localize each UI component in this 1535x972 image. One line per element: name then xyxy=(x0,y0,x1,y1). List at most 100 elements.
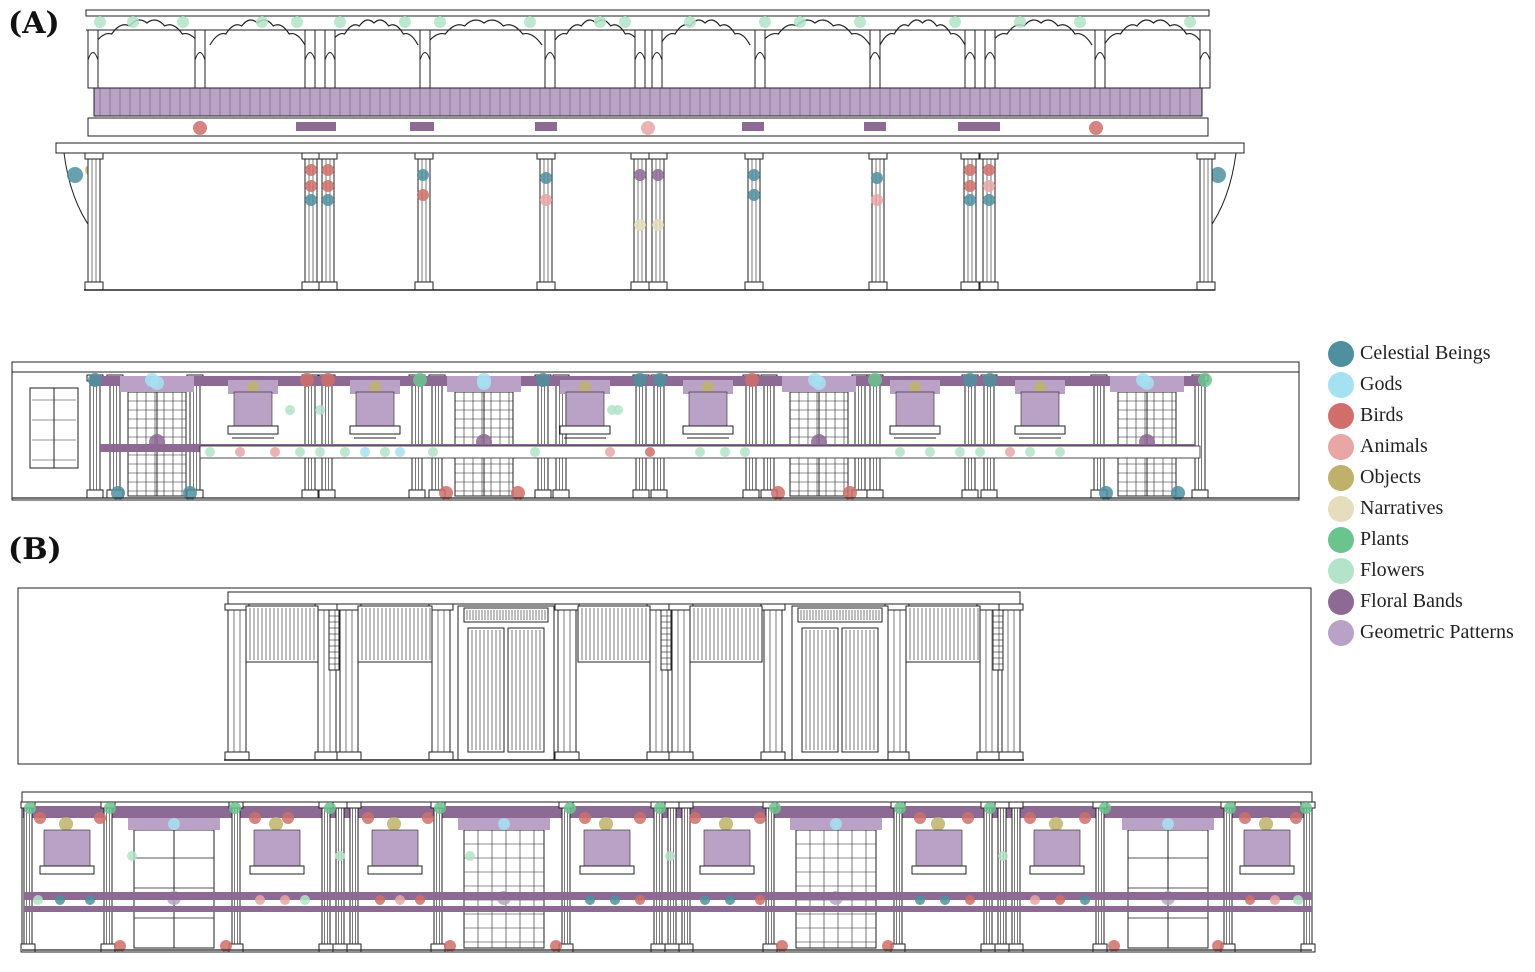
legend-swatch xyxy=(1328,402,1354,429)
column xyxy=(87,152,101,291)
column xyxy=(1303,801,1313,953)
band-medallion xyxy=(610,895,620,905)
flower-medallion xyxy=(399,16,411,28)
roof-beam xyxy=(85,9,1210,17)
baluster-turning xyxy=(754,52,766,61)
flower-medallion xyxy=(177,16,189,28)
flower-medallion xyxy=(854,16,866,28)
column-capital xyxy=(428,603,454,611)
base-ornament xyxy=(843,486,857,500)
flower-medallion xyxy=(434,16,446,28)
legend-swatch xyxy=(1328,557,1354,584)
column-capital xyxy=(760,603,786,611)
column-capital xyxy=(336,603,362,611)
door-leaf-right xyxy=(841,627,879,753)
legend-label: Birds xyxy=(1360,404,1404,426)
column-base xyxy=(301,489,319,499)
capital-plant xyxy=(564,802,576,814)
baluster xyxy=(544,29,556,89)
capital-plant xyxy=(1224,802,1236,814)
column-base xyxy=(650,489,668,499)
column xyxy=(557,603,577,761)
band-medallion xyxy=(720,447,730,457)
capital-ornament xyxy=(963,373,977,387)
louvered-panel xyxy=(357,605,433,663)
side-flower xyxy=(465,851,475,861)
column xyxy=(321,374,333,499)
band-medallion xyxy=(428,447,438,457)
column-base xyxy=(1008,943,1024,953)
lintel-god xyxy=(498,818,510,830)
flower-medallion xyxy=(1074,16,1086,28)
flower-medallion xyxy=(334,16,346,28)
carved-figure xyxy=(305,164,317,176)
column-base xyxy=(650,943,666,953)
carved-figure xyxy=(540,172,552,184)
flower-medallion xyxy=(794,16,806,28)
capital-bird xyxy=(689,812,701,824)
band-medallion xyxy=(965,895,975,905)
window-object xyxy=(269,817,283,831)
column-base xyxy=(554,751,580,761)
baluster-turning xyxy=(324,52,336,61)
baluster xyxy=(194,29,206,89)
column-base xyxy=(1300,943,1316,953)
flower-medallion xyxy=(291,16,303,28)
band-medallion xyxy=(360,447,370,457)
floral-band-panel xyxy=(958,122,1000,131)
side-flower xyxy=(127,851,137,861)
window-panel xyxy=(703,829,751,867)
baluster xyxy=(651,29,663,89)
capital-ornament xyxy=(1198,373,1212,387)
column-base xyxy=(630,281,650,291)
carved-figure xyxy=(652,169,664,181)
capital-ornament xyxy=(536,373,550,387)
column xyxy=(1194,374,1206,499)
capital-ornament xyxy=(983,373,997,387)
legend-label: Celestial Beings xyxy=(1360,342,1491,364)
rail-medallion xyxy=(1089,121,1103,135)
baluster-turning xyxy=(194,52,206,61)
flower-medallion xyxy=(94,16,106,28)
legend-label: Geometric Patterns xyxy=(1360,621,1514,643)
flower-medallion xyxy=(127,16,139,28)
carved-figure xyxy=(748,189,760,201)
baluster xyxy=(634,29,646,89)
band-medallion xyxy=(270,447,280,457)
lattice-door xyxy=(463,829,545,949)
column-capital xyxy=(998,603,1024,611)
column-base xyxy=(648,281,668,291)
door-leaf-left xyxy=(467,627,505,753)
legend-item: Flowers xyxy=(1328,555,1533,586)
window-object xyxy=(1049,817,1063,831)
column xyxy=(681,801,691,953)
column-base xyxy=(534,489,552,499)
window-sill xyxy=(889,425,941,435)
legend-label: Animals xyxy=(1360,435,1428,457)
capital-bird xyxy=(1024,812,1036,824)
band-medallion xyxy=(415,895,425,905)
band-medallion xyxy=(700,895,710,905)
carved-figure xyxy=(634,169,646,181)
band-medallion xyxy=(645,447,655,457)
column-base xyxy=(1196,281,1216,291)
scalloped-arch xyxy=(425,19,543,46)
lintel-god xyxy=(1162,818,1174,830)
column-capital xyxy=(678,801,694,809)
window-object xyxy=(909,381,921,393)
capital-bird xyxy=(34,812,46,824)
window-panel xyxy=(565,391,605,427)
column-base xyxy=(980,943,996,953)
column-capital xyxy=(554,603,580,611)
carved-figure xyxy=(983,180,995,192)
base-ornament xyxy=(776,940,788,952)
capital-bird xyxy=(579,812,591,824)
band-medallion xyxy=(55,895,65,905)
baluster-turning xyxy=(634,52,646,61)
carved-figure xyxy=(322,164,334,176)
band-medallion xyxy=(380,447,390,457)
column xyxy=(887,603,907,761)
capital-ornament xyxy=(321,373,335,387)
base-ornament xyxy=(1099,486,1113,500)
capital-bird xyxy=(249,812,261,824)
